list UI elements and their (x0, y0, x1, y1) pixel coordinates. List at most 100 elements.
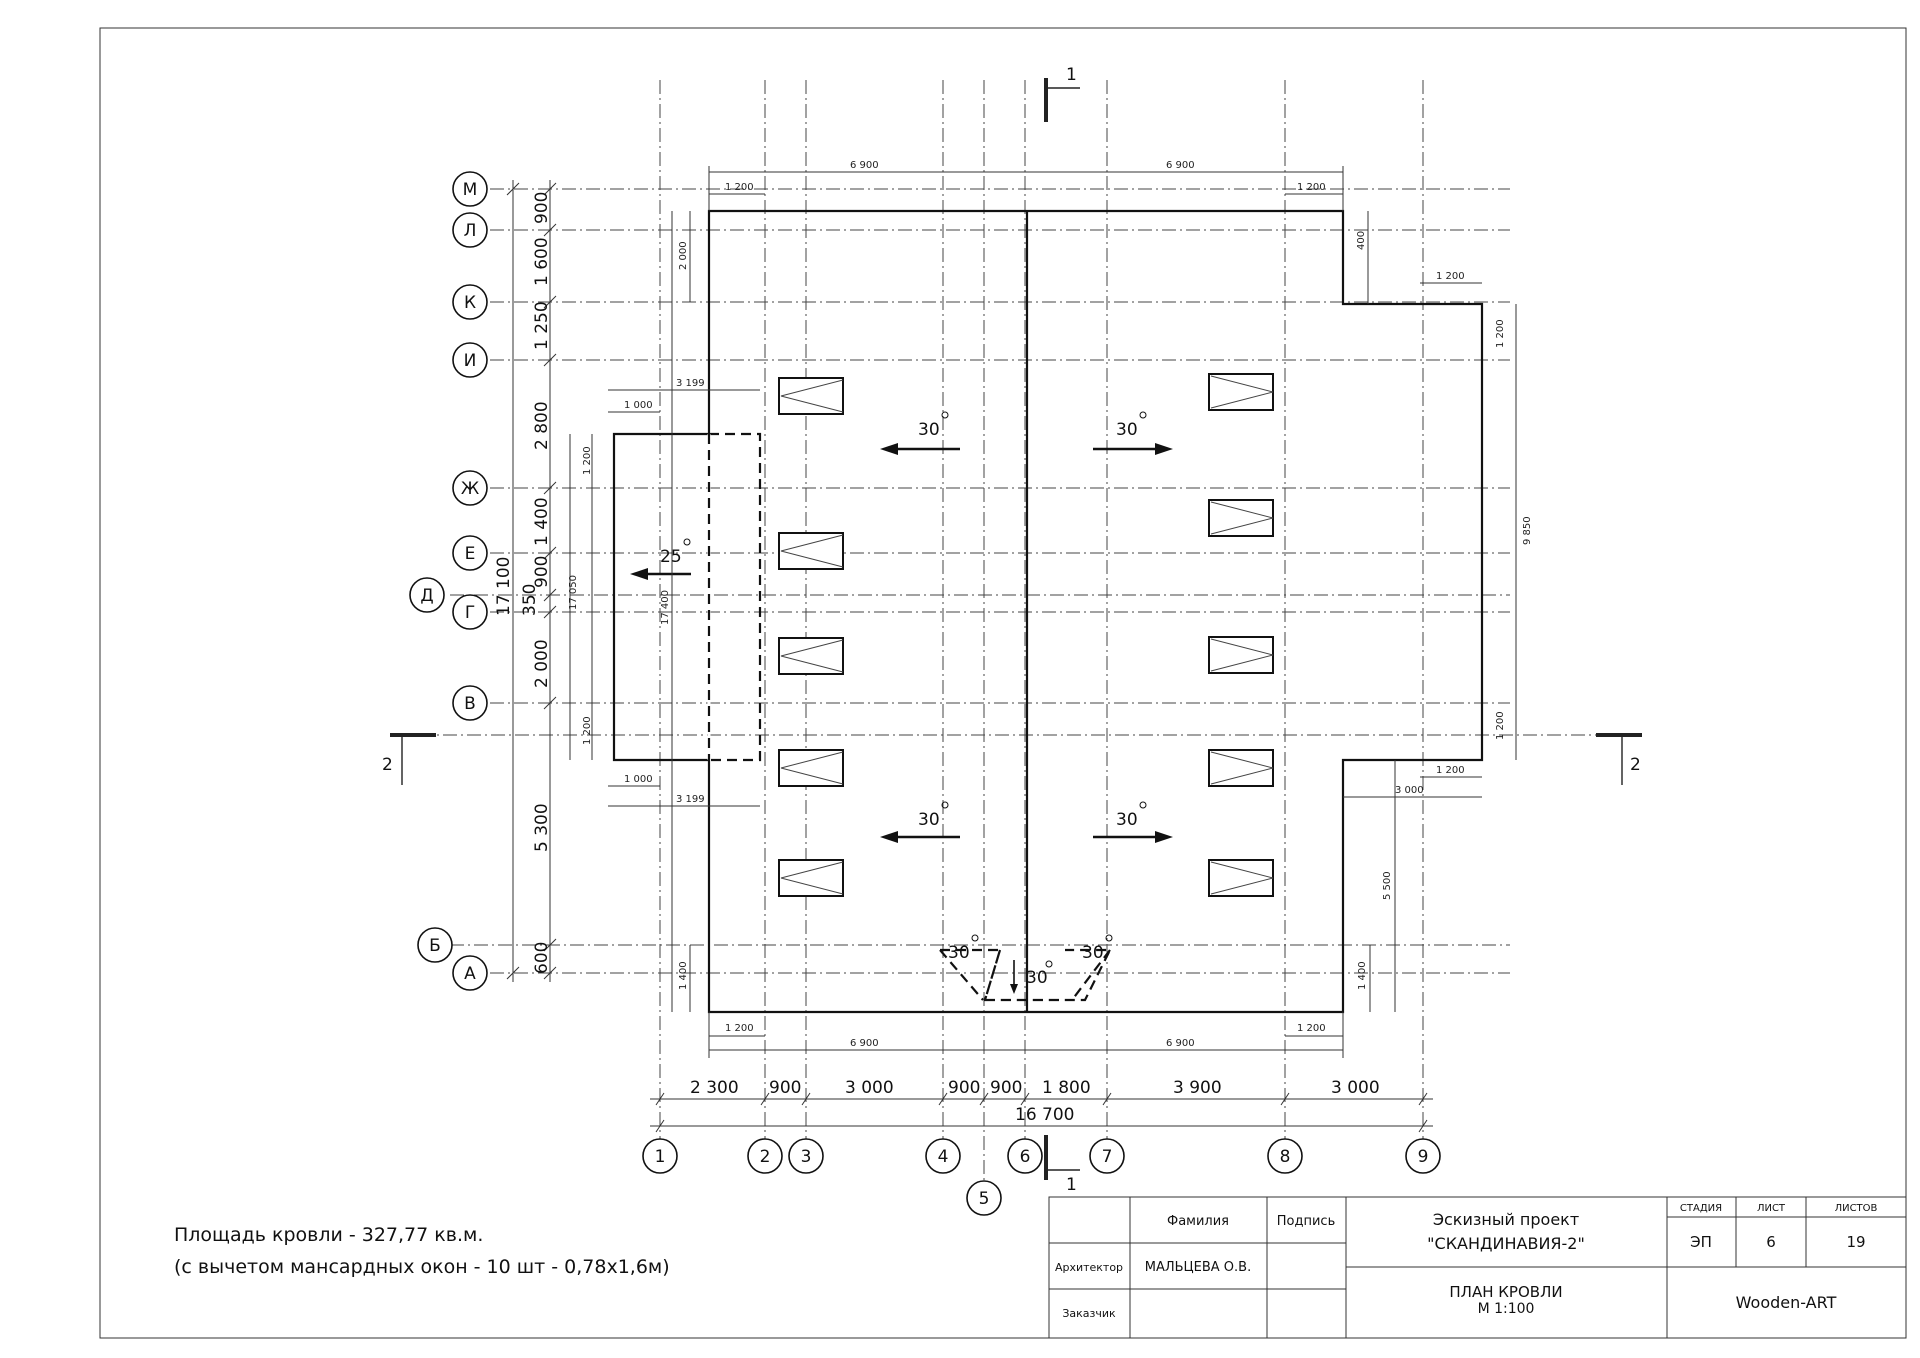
column-axis-bubbles: 1 2 3 4 5 6 7 8 9 (642, 1138, 1441, 1216)
svg-text:2: 2 (382, 755, 393, 775)
axis-label: 1 (655, 1147, 666, 1167)
dim-label: 3 199 (676, 794, 705, 805)
dim-label: 17 400 (660, 590, 671, 625)
axis-label: 7 (1102, 1147, 1113, 1167)
dim-label: 1 000 (624, 774, 653, 785)
column-axis-lines (659, 80, 1424, 1180)
left-dimension-labels: 900 1 600 1 250 2 800 1 400 900 350 2 00… (494, 192, 552, 974)
row-axis-bubbles: М Л К И Ж Е Д Г В Б А (409, 171, 488, 991)
tb-header-sheet: ЛИСТ (1757, 1203, 1786, 1214)
dim-label: 900 (532, 556, 552, 588)
dim-label: 6 900 (850, 1038, 879, 1049)
dim-label: 600 (532, 942, 552, 974)
dormer-dashed-outline (709, 432, 762, 762)
axis-label: Д (420, 586, 433, 606)
small-dimension-labels: 6 900 6 900 1 200 1 200 6 900 6 900 1 20… (568, 160, 1533, 1049)
dim-label: 3 199 (676, 378, 705, 389)
dim-total-label: 17 100 (494, 557, 514, 616)
tb-header-familiya: Фамилия (1167, 1214, 1229, 1229)
axis-label: 8 (1280, 1147, 1291, 1167)
axis-label: 6 (1020, 1147, 1031, 1167)
dim-label: 1 400 (678, 961, 689, 990)
row-axis-lines (450, 188, 1510, 974)
tb-role-customer: Заказчик (1062, 1307, 1116, 1320)
title-block: Фамилия Подпись Архитектор Заказчик МАЛЬ… (1048, 1196, 1907, 1339)
axis-label: К (464, 293, 476, 313)
dim-label: 1 200 (1297, 1023, 1326, 1034)
axis-label: 3 (801, 1147, 812, 1167)
dim-total-label: 16 700 (1015, 1105, 1074, 1125)
dim-label: 3 000 (1331, 1078, 1380, 1098)
dim-label: 1 000 (624, 400, 653, 411)
tb-sheets: 19 (1846, 1233, 1865, 1251)
dim-label: 350 (520, 584, 540, 616)
section-mark-1-top: 1 (1044, 65, 1080, 122)
svg-text:1: 1 (1066, 1175, 1077, 1195)
dim-label: 1 250 (532, 301, 552, 350)
slope-label: 30 (948, 943, 970, 963)
skylight-window (1208, 749, 1274, 787)
skylight-window (778, 377, 844, 415)
tb-header-podpis: Подпись (1277, 1214, 1335, 1229)
slope-label: 30 (1082, 943, 1104, 963)
tb-header-stage: СТАДИЯ (1680, 1203, 1722, 1214)
dim-label: 1 200 (1495, 319, 1506, 348)
skylight-window (1208, 373, 1274, 411)
slope-label: 30 (1116, 420, 1138, 440)
dim-label: 1 200 (582, 716, 593, 745)
dim-label: 1 400 (532, 497, 552, 546)
section-mark-2-left: 2 (382, 733, 436, 785)
tb-project-line1: Эскизный проект (1433, 1210, 1579, 1229)
axis-label: Е (465, 544, 476, 564)
dim-label: 17 050 (568, 575, 579, 610)
dim-label: 6 900 (850, 160, 879, 171)
dim-label: 6 900 (1166, 1038, 1195, 1049)
skylight-window (778, 532, 844, 570)
dim-label: 1 200 (1495, 711, 1506, 740)
axis-label: 9 (1418, 1147, 1429, 1167)
dim-label: 2 300 (690, 1078, 739, 1098)
dim-label: 900 (532, 192, 552, 224)
tb-sheet: 6 (1766, 1233, 1776, 1251)
axis-label: Б (429, 936, 441, 956)
roof-area-note: Площадь кровли - 327,77 кв.м. (174, 1224, 484, 1246)
slope-arrows (630, 443, 1173, 994)
dim-label: 1 200 (582, 446, 593, 475)
dim-label: 3 000 (845, 1078, 894, 1098)
tb-header-sheets: ЛИСТОВ (1835, 1203, 1878, 1214)
skylight-window (778, 637, 844, 675)
axis-label: Г (465, 603, 475, 623)
slope-labels: 30 30 30 30 25 30 30 30 (660, 411, 1147, 988)
tb-company: Wooden-ART (1736, 1293, 1837, 1312)
dim-label: 2 000 (532, 639, 552, 688)
axis-label: 4 (938, 1147, 949, 1167)
skylight-window (1208, 636, 1274, 674)
dim-label: 9 850 (1522, 516, 1533, 545)
dim-label: 400 (1356, 231, 1367, 250)
slope-label: 30 (1116, 810, 1138, 830)
svg-text:2: 2 (1630, 755, 1641, 775)
slope-label: 30 (918, 810, 940, 830)
svg-text:1: 1 (1066, 65, 1077, 85)
bottom-dimension-labels: 2 300 900 3 000 900 900 1 800 3 900 3 00… (690, 1078, 1380, 1125)
skylight-window (778, 859, 844, 897)
dim-label: 1 200 (1297, 182, 1326, 193)
tb-architect-name: МАЛЬЦЕВА О.В. (1145, 1260, 1251, 1275)
tb-role-architect: Архитектор (1055, 1261, 1123, 1274)
dim-label: 1 200 (1436, 765, 1465, 776)
axis-label: 2 (760, 1147, 771, 1167)
dim-label: 1 600 (532, 237, 552, 286)
sheet-frame (99, 27, 1907, 1339)
dim-label: 3 000 (1395, 785, 1424, 796)
skylight-window (1208, 859, 1274, 897)
dim-label: 5 500 (1382, 871, 1393, 900)
axis-label: 5 (979, 1189, 990, 1209)
axis-label: Л (464, 221, 477, 241)
dim-label: 2 000 (678, 241, 689, 270)
dim-label: 1 200 (725, 182, 754, 193)
tb-stage: ЭП (1690, 1233, 1712, 1251)
dim-label: 1 200 (1436, 271, 1465, 282)
axis-label: Ж (461, 479, 479, 499)
dim-label: 1 200 (725, 1023, 754, 1034)
